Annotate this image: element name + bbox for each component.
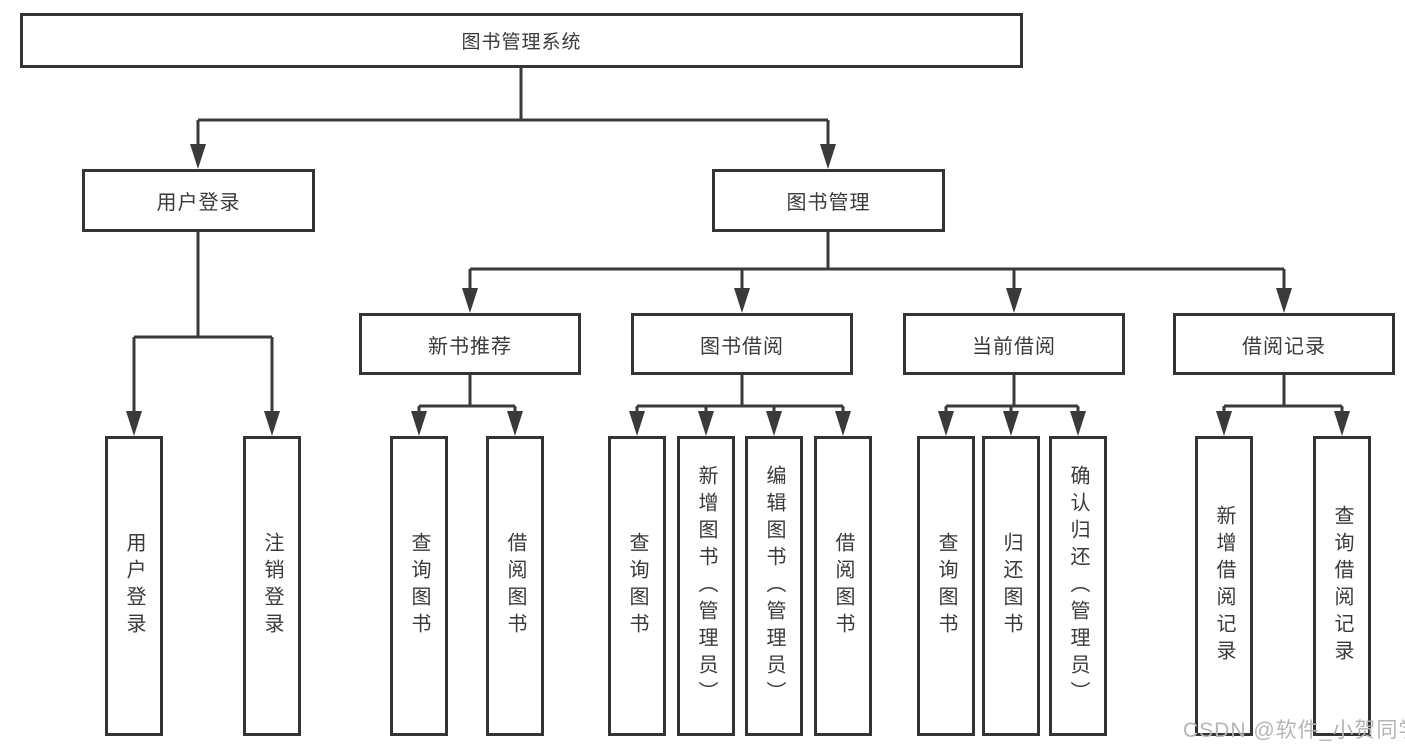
- leaf-label: 注销登录: [261, 532, 283, 640]
- node-leaf-add-books-admin: 新增图书（管理员）: [677, 436, 735, 736]
- leaf-label: 用户登录: [123, 532, 145, 640]
- node-leaf-borrow-books-1: 借阅图书: [486, 436, 544, 736]
- leaf-label: 编辑图书（管理员）: [763, 464, 785, 708]
- arrowheads: [126, 144, 1350, 436]
- leaf-label: 确认归还（管理员）: [1067, 464, 1089, 708]
- node-leaf-query-books-1: 查询图书: [390, 436, 448, 736]
- leaf-label: 借阅图书: [504, 532, 526, 640]
- leaf-label: 新增图书（管理员）: [695, 464, 717, 708]
- node-leaf-return-books: 归还图书: [982, 436, 1040, 736]
- leaf-label: 新增借阅记录: [1213, 505, 1235, 667]
- node-leaf-query-books-2: 查询图书: [608, 436, 666, 736]
- leaf-label: 借阅图书: [832, 532, 854, 640]
- node-leaf-user-login: 用户登录: [105, 436, 163, 736]
- node-book-management: 图书管理: [712, 169, 945, 232]
- leaf-label: 查询图书: [626, 532, 648, 640]
- leaf-label: 归还图书: [1000, 532, 1022, 640]
- node-book-borrowing: 图书借阅: [631, 313, 853, 375]
- leaf-label: 查询图书: [408, 532, 430, 640]
- node-library-management-system: 图书管理系统: [20, 13, 1023, 68]
- node-leaf-borrow-books-2: 借阅图书: [814, 436, 872, 736]
- node-borrowing-records: 借阅记录: [1173, 313, 1395, 375]
- node-leaf-edit-books-admin: 编辑图书（管理员）: [745, 436, 803, 736]
- csdn-watermark: CSDN @软件_小贺同学: [1183, 719, 1405, 742]
- node-leaf-logout: 注销登录: [243, 436, 301, 736]
- leaf-label: 查询借阅记录: [1331, 505, 1353, 667]
- node-leaf-add-borrow-record: 新增借阅记录: [1195, 436, 1253, 736]
- node-user-login: 用户登录: [82, 169, 315, 232]
- node-leaf-confirm-return-admin: 确认归还（管理员）: [1049, 436, 1107, 736]
- node-leaf-query-borrow-record: 查询借阅记录: [1313, 436, 1371, 736]
- leaf-label: 查询图书: [935, 532, 957, 640]
- node-leaf-query-books-3: 查询图书: [917, 436, 975, 736]
- node-new-book-recommendation: 新书推荐: [359, 313, 581, 375]
- node-current-borrowing: 当前借阅: [903, 313, 1125, 375]
